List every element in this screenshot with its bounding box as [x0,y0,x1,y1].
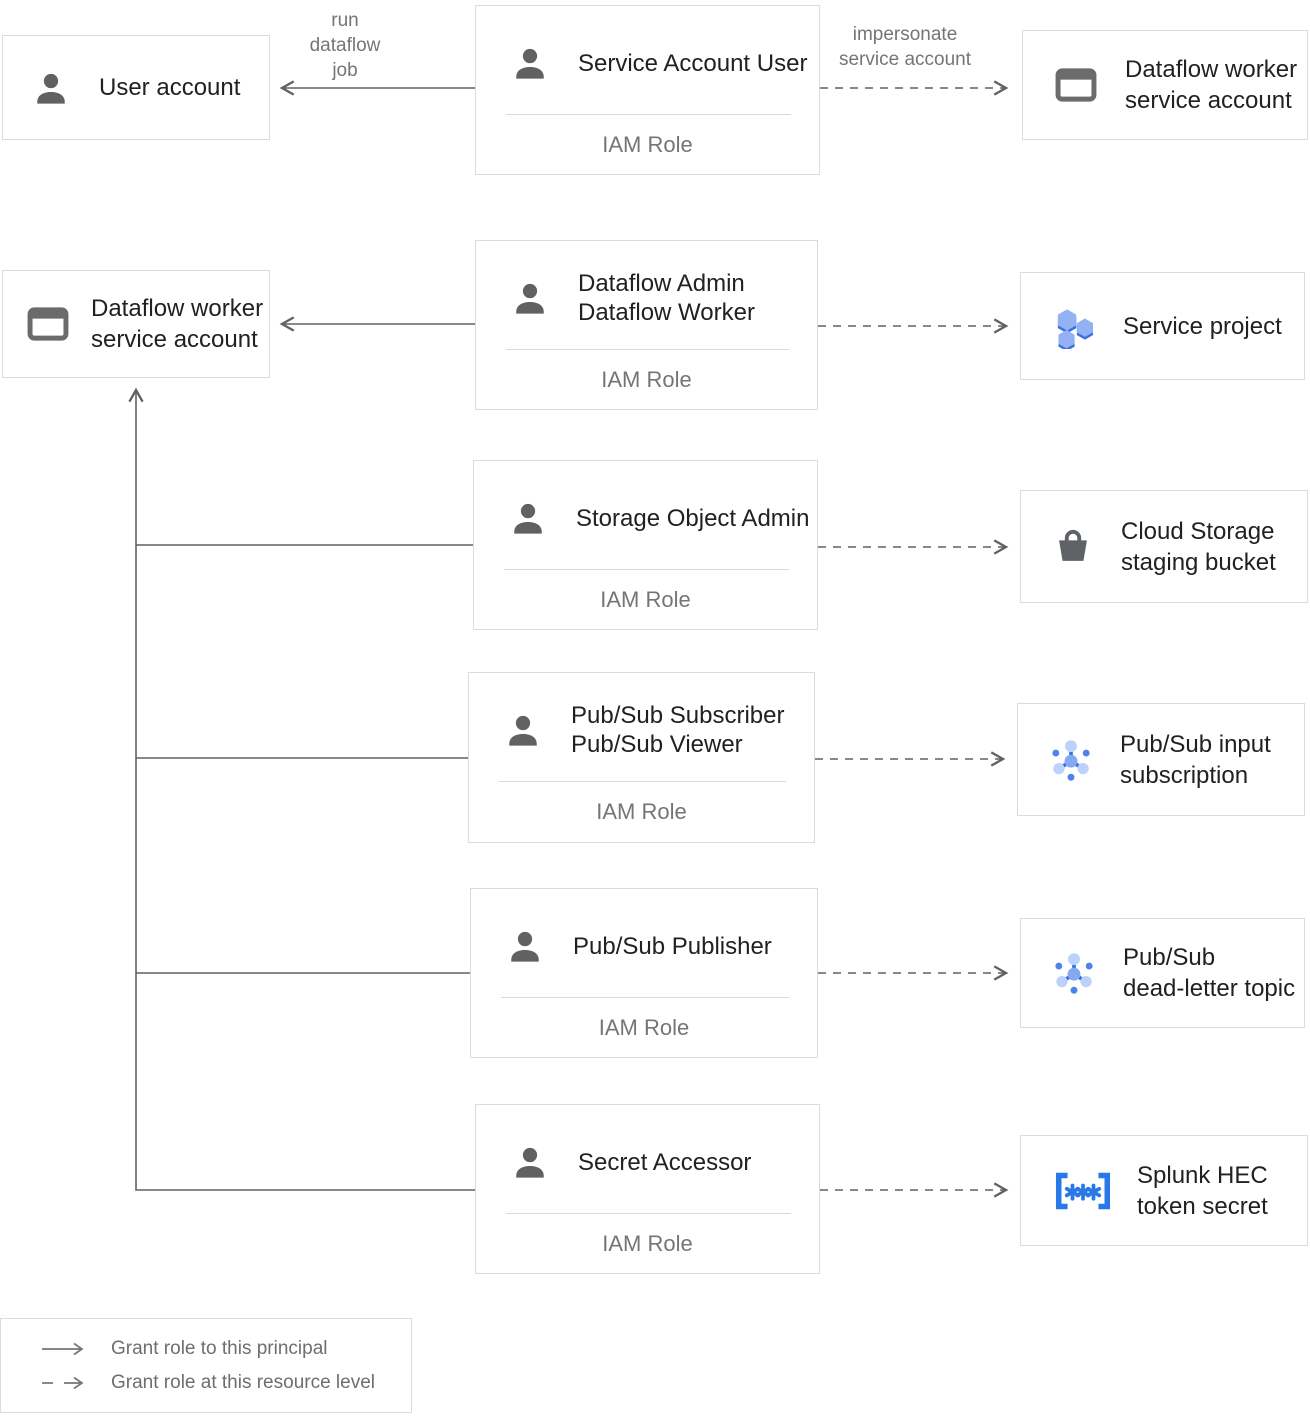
node-pubsub-publisher: Pub/Sub Publisher IAM Role [470,888,818,1058]
node-dataflow-admin-worker: Dataflow Admin Dataflow Worker IAM Role [475,240,818,410]
person-icon [508,1140,552,1184]
edge-label-impersonate-service-account: impersonate service account [838,24,971,70]
iam-role-title: Pub/Sub Subscriber Pub/Sub Viewer [571,702,785,758]
iam-role-title: Pub/Sub Publisher [573,932,772,960]
pubsub-icon [1051,950,1097,996]
solid-arrow-icon [42,1342,84,1355]
project-hexagons-icon [1051,303,1097,349]
node-dataflow-worker-service-account-left: Dataflow worker service account [2,270,270,378]
node-pubsub-dead-letter-topic: Pub/Sub dead-letter topic [1020,918,1305,1028]
legend: Grant role to this principal Grant role … [0,1318,412,1413]
node-label: Service project [1123,312,1282,340]
legend-row-solid: Grant role to this principal [39,1338,411,1360]
divider [506,349,789,350]
node-label: User account [99,74,241,101]
node-label: Cloud Storage staging bucket [1121,517,1276,576]
iam-role-title: Dataflow Admin Dataflow Worker [578,270,755,326]
node-service-project: Service project [1020,272,1305,380]
divider [499,781,786,782]
divider [501,997,789,998]
iam-role-footer: IAM Role [601,366,692,392]
service-account-card-icon [25,303,71,345]
node-secret-accessor: Secret Accessor IAM Role [475,1104,820,1274]
person-icon [503,924,547,968]
service-account-card-icon [1053,64,1099,106]
iam-role-footer: IAM Role [600,586,691,612]
iam-role-title: Storage Object Admin [576,504,810,532]
node-label: Pub/Sub input subscription [1120,730,1271,789]
legend-row-dashed: Grant role at this resource level [39,1372,411,1394]
node-label: Splunk HEC token secret [1137,1161,1268,1220]
person-icon [508,41,552,85]
node-cloud-storage-staging-bucket: Cloud Storage staging bucket [1020,490,1308,603]
node-pubsub-subscriber-viewer: Pub/Sub Subscriber Pub/Sub Viewer IAM Ro… [468,672,815,843]
person-icon [508,276,552,320]
node-dataflow-worker-service-account-top: Dataflow worker service account [1022,30,1308,140]
node-label: Dataflow worker service account [1125,56,1298,114]
person-icon [506,496,550,540]
pubsub-icon [1048,737,1094,783]
bucket-icon [1051,525,1095,569]
node-label: Pub/Sub dead-letter topic [1123,944,1296,1002]
divider [506,114,791,115]
node-splunk-hec-token-secret: Splunk HEC token secret [1020,1135,1308,1246]
iam-role-title: Secret Accessor [578,1148,752,1176]
node-service-account-user: Service Account User IAM Role [475,5,820,175]
divider [504,569,789,570]
iam-role-footer: IAM Role [596,799,687,824]
edge-label-run-dataflow-job: run dataflow job [309,10,381,81]
secret-icon [1051,1170,1115,1212]
iam-role-footer: IAM Role [598,1014,690,1040]
iam-role-title: Service Account User [578,49,808,77]
divider [506,1213,791,1214]
iam-role-footer: IAM Role [602,131,693,157]
node-storage-object-admin: Storage Object Admin IAM Role [473,460,818,630]
node-label: Dataflow worker service account [91,295,264,353]
iam-role-footer: IAM Role [602,1230,693,1256]
dashed-arrow-icon [42,1376,84,1389]
edge-trunk-to-worker-sa [128,387,475,1191]
person-icon [501,708,545,752]
legend-label-solid: Grant role to this principal [111,1337,328,1359]
node-user-account: User account [2,35,270,140]
legend-label-dashed: Grant role at this resource level [111,1371,376,1393]
node-pubsub-input-subscription: Pub/Sub input subscription [1017,703,1305,816]
person-icon [29,66,73,110]
